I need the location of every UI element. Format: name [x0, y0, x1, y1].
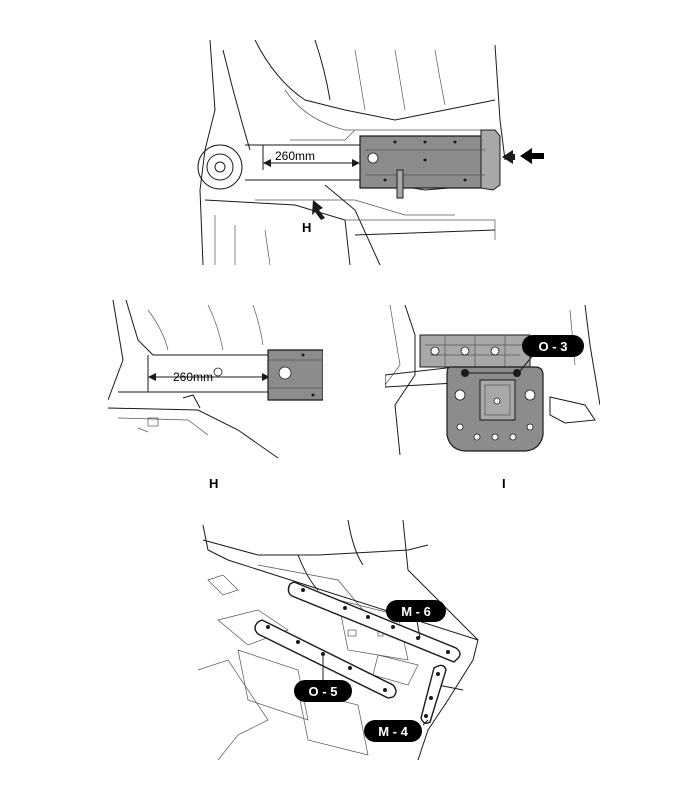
top-dimension-label: 260mm — [275, 149, 315, 163]
top-overview-illustration: 260mm — [195, 40, 515, 270]
detail-h-caption: H — [209, 476, 219, 491]
detail-i-illustration — [385, 305, 600, 455]
arrow-i-marker: I — [518, 142, 544, 164]
callout-o3-label: O - 3 — [539, 339, 568, 354]
callout-m6-label: M - 6 — [401, 604, 431, 619]
callout-o5-label: O - 5 — [309, 684, 338, 699]
callout-o3: O - 3 — [522, 335, 584, 357]
detail-h-dimension-label: 260mm — [173, 370, 213, 384]
callout-m4-label: M - 4 — [378, 724, 408, 739]
callout-o5: O - 5 — [294, 680, 352, 702]
top-marker-h: H — [302, 220, 312, 235]
top-marker-i: I — [529, 150, 533, 165]
callout-m6: M - 6 — [386, 600, 446, 622]
bottom-floor-illustration — [198, 520, 498, 760]
marker-i-label: I — [518, 142, 520, 145]
detail-h-illustration: 260mm — [108, 300, 323, 460]
callout-m4: M - 4 — [364, 720, 422, 742]
detail-i-caption: I — [502, 476, 506, 491]
